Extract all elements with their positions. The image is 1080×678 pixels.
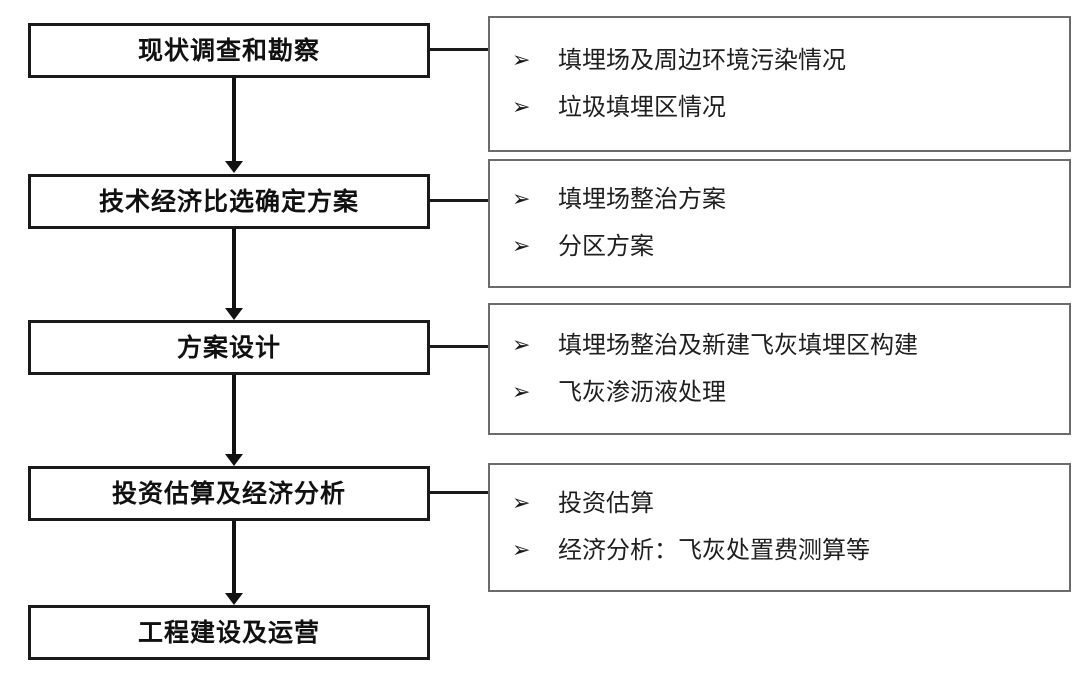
arrow-head-icon xyxy=(225,593,243,605)
flow-box-label: 技术经济比选确定方案 xyxy=(98,187,359,216)
detail-text: 填埋场整治及新建飞灰填埋区构建 xyxy=(558,330,918,359)
detail-text: 垃圾填埋区情况 xyxy=(558,92,726,121)
flow-box-label: 方案设计 xyxy=(176,333,281,362)
flow-box-label: 工程建设及运营 xyxy=(137,618,320,647)
list-item: ➢ 填埋场及周边环境污染情况 xyxy=(490,37,1069,84)
flow-box-stage-4[interactable]: 投资估算及经济分析 xyxy=(28,466,430,521)
detail-text: 填埋场及周边环境污染情况 xyxy=(558,45,846,74)
connector-stage-4 xyxy=(430,491,489,494)
arrow-bullet-icon: ➢ xyxy=(512,379,531,405)
arrow-stage-1-to-2 xyxy=(225,78,243,173)
detail-text: 填埋场整治方案 xyxy=(558,185,726,214)
arrow-bullet-icon: ➢ xyxy=(512,538,531,563)
arrow-bullet-icon: ➢ xyxy=(512,187,531,212)
detail-text: 经济分析：飞灰处置费测算等 xyxy=(558,536,870,565)
detail-text: 飞灰渗沥液处理 xyxy=(558,377,726,406)
arrow-bullet-icon: ➢ xyxy=(512,332,531,358)
list-item: ➢ 垃圾填埋区情况 xyxy=(490,84,1069,131)
detail-panel-stage-1: ➢ 填埋场及周边环境污染情况 ➢ 垃圾填埋区情况 xyxy=(488,16,1071,152)
arrow-bullet-icon: ➢ xyxy=(512,234,531,259)
list-item: ➢ 经济分析：飞灰处置费测算等 xyxy=(490,528,1069,575)
connector-stage-3 xyxy=(430,345,489,348)
arrow-stage-3-to-4 xyxy=(225,375,243,466)
detail-text: 投资估算 xyxy=(558,489,654,518)
arrow-head-icon xyxy=(225,308,243,320)
list-item: ➢ 分区方案 xyxy=(490,224,1069,271)
detail-panel-stage-4: ➢ 投资估算 ➢ 经济分析：飞灰处置费测算等 xyxy=(488,463,1071,592)
detail-panel-stage-2: ➢ 填埋场整治方案 ➢ 分区方案 xyxy=(488,159,1071,288)
detail-text: 分区方案 xyxy=(558,232,654,261)
list-item: ➢ 飞灰渗沥液处理 xyxy=(490,369,1069,416)
arrow-bullet-icon: ➢ xyxy=(512,491,531,516)
detail-panel-stage-3: ➢ 填埋场整治及新建飞灰填埋区构建 ➢ 飞灰渗沥液处理 xyxy=(488,303,1071,435)
flow-box-stage-5[interactable]: 工程建设及运营 xyxy=(28,605,430,660)
arrow-stage-2-to-3 xyxy=(225,229,243,320)
arrow-stage-4-to-5 xyxy=(225,521,243,605)
arrow-bullet-icon: ➢ xyxy=(512,47,531,73)
flow-box-stage-2[interactable]: 技术经济比选确定方案 xyxy=(28,174,430,229)
arrow-head-icon xyxy=(225,454,243,466)
arrow-head-icon xyxy=(225,161,243,173)
list-item: ➢ 填埋场整治及新建飞灰填埋区构建 xyxy=(490,322,1069,369)
list-item: ➢ 填埋场整治方案 xyxy=(490,177,1069,224)
connector-stage-2 xyxy=(430,199,489,202)
flow-box-stage-3[interactable]: 方案设计 xyxy=(28,320,430,375)
flow-box-label: 投资估算及经济分析 xyxy=(111,479,346,508)
flow-box-stage-1[interactable]: 现状调查和勘察 xyxy=(28,23,430,78)
list-item: ➢ 投资估算 xyxy=(490,481,1069,528)
arrow-bullet-icon: ➢ xyxy=(512,94,531,120)
connector-stage-1 xyxy=(430,48,489,51)
flow-box-label: 现状调查和勘察 xyxy=(137,36,320,65)
